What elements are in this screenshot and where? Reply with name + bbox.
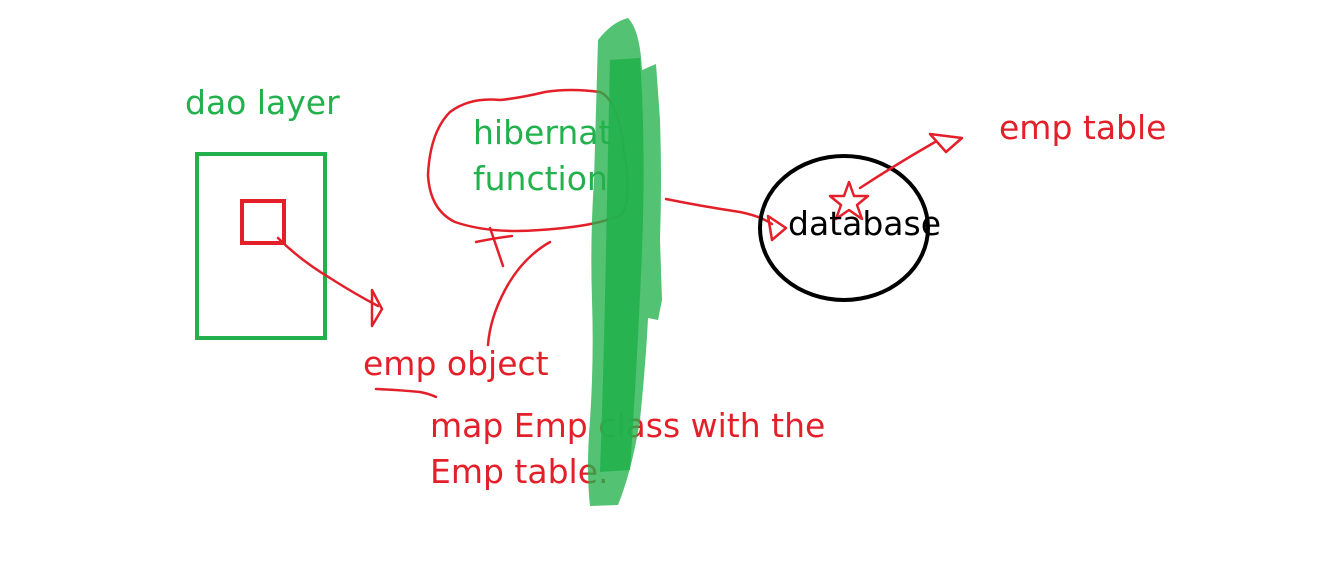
cloud-tail-stroke-2: [488, 226, 505, 268]
star-to-table-arrowhead: [928, 132, 964, 154]
database-label: database: [788, 204, 941, 243]
brush-band-core: [600, 58, 644, 472]
emp-table-label: emp table: [999, 108, 1167, 147]
hibernate-label-line2: function: [473, 159, 608, 198]
to-database-arrowhead: [766, 214, 788, 242]
square-to-object-arrowhead: [370, 288, 384, 328]
dao-layer-box: [195, 152, 327, 340]
map-note-line2: Emp table.: [430, 452, 609, 491]
emp-object-square: [240, 199, 286, 245]
to-database-arrow: [664, 197, 774, 226]
emp-object-underline: [374, 387, 438, 399]
cloud-to-object-curve: [486, 240, 552, 347]
emp-table-star: [828, 180, 870, 221]
dao-layer-label: dao layer: [185, 83, 340, 122]
star-to-table-arrow: [858, 140, 937, 190]
emp-object-label: emp object: [363, 344, 549, 383]
square-to-object-arrow: [276, 236, 380, 308]
database-circle: [758, 154, 930, 302]
hibernate-label-line1: hibernat: [473, 113, 612, 152]
